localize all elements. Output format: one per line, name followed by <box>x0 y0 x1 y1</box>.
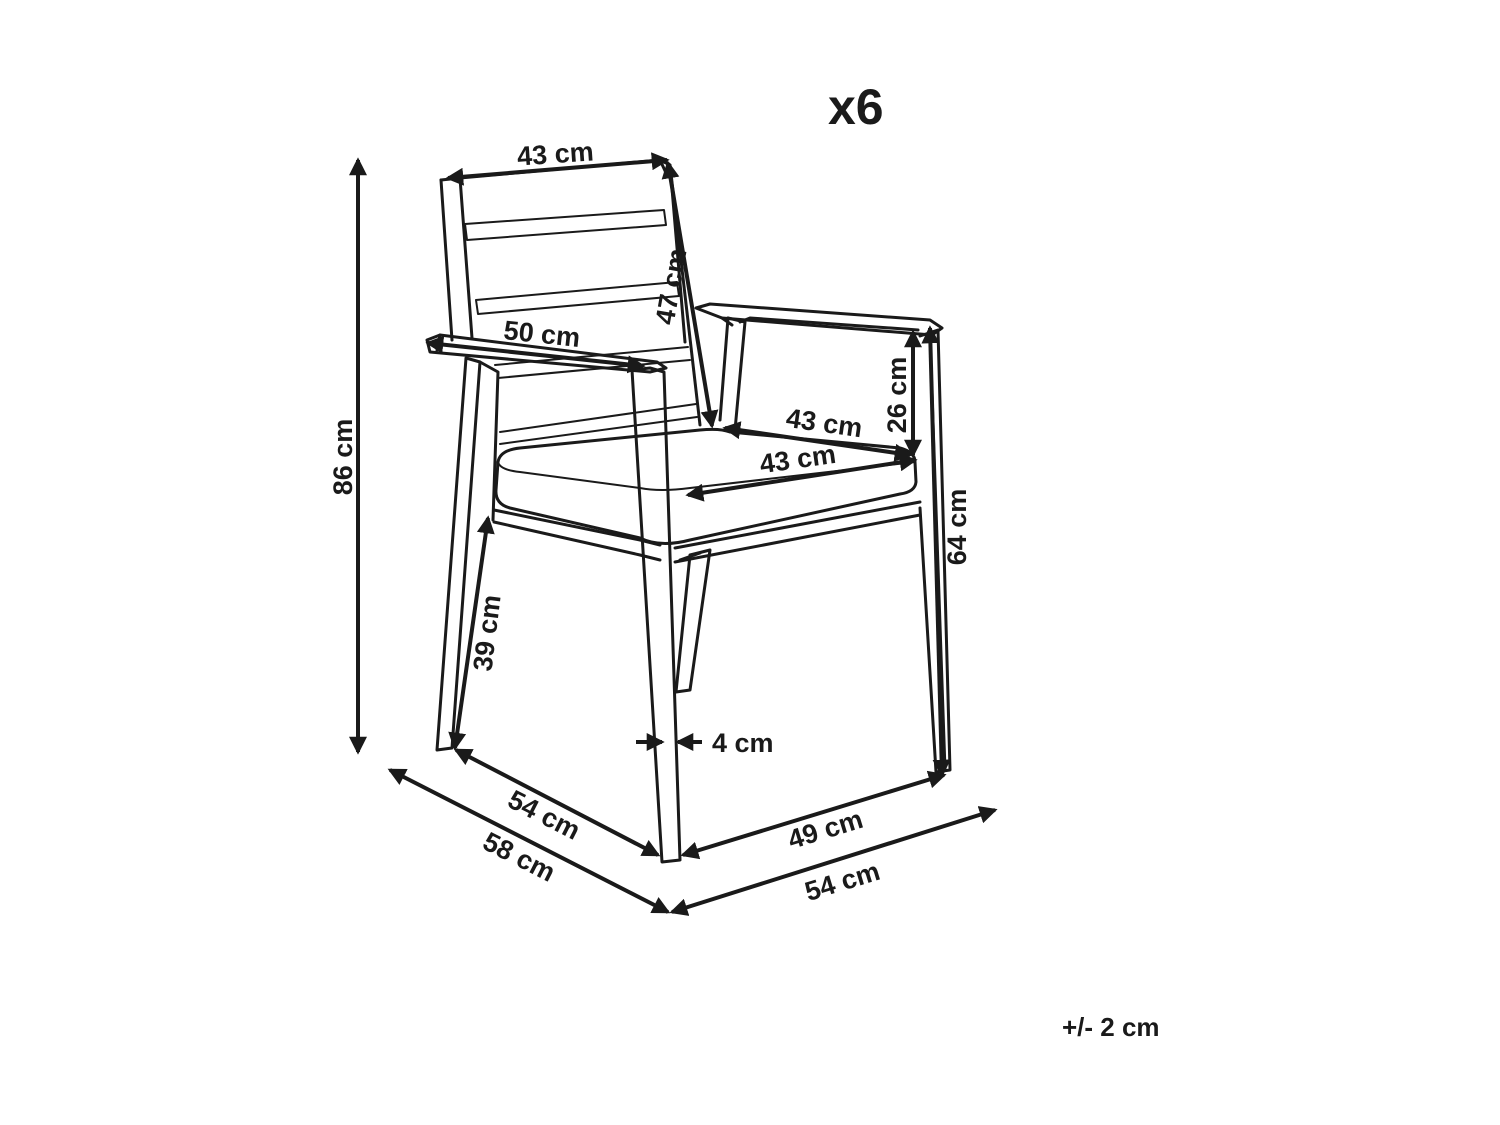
dim-line-total-depth <box>387 768 671 914</box>
dim-line-seat-depth <box>722 421 913 462</box>
label-leg-thickness: 4 cm <box>712 728 774 758</box>
label-total-width: 54 cm <box>801 856 883 907</box>
dim-line-total-width <box>669 806 998 916</box>
right-armrest-post <box>718 316 747 432</box>
dimension-lines <box>349 152 998 916</box>
front-left-leg <box>435 356 500 752</box>
dim-line-backrest-width <box>445 152 670 186</box>
dimension-labels: 43 cm 47 cm 50 cm 86 cm 43 cm 43 cm 26 c… <box>328 136 972 907</box>
label-seat-height: 39 cm <box>468 593 507 673</box>
label-total-height: 86 cm <box>328 419 358 496</box>
seat-frame <box>492 500 922 564</box>
dim-line-backrest-height <box>661 160 719 429</box>
label-armrest-length: 50 cm <box>502 315 581 353</box>
dim-line-seat-height <box>448 515 495 751</box>
label-armrest-height: 64 cm <box>942 489 972 566</box>
dim-line-armrest-height <box>921 325 951 778</box>
tolerance-note: +/- 2 cm <box>1062 1012 1160 1042</box>
label-armrest-above-seat: 26 cm <box>882 357 912 434</box>
dim-line-armrest-length <box>425 335 646 374</box>
label-backrest-width: 43 cm <box>516 136 594 171</box>
label-leg-span-depth: 54 cm <box>503 784 585 845</box>
dim-line-seat-width <box>685 453 918 502</box>
back-left-leg <box>674 548 712 694</box>
front-right-leg <box>630 366 682 864</box>
quantity-label: x6 <box>828 79 884 135</box>
